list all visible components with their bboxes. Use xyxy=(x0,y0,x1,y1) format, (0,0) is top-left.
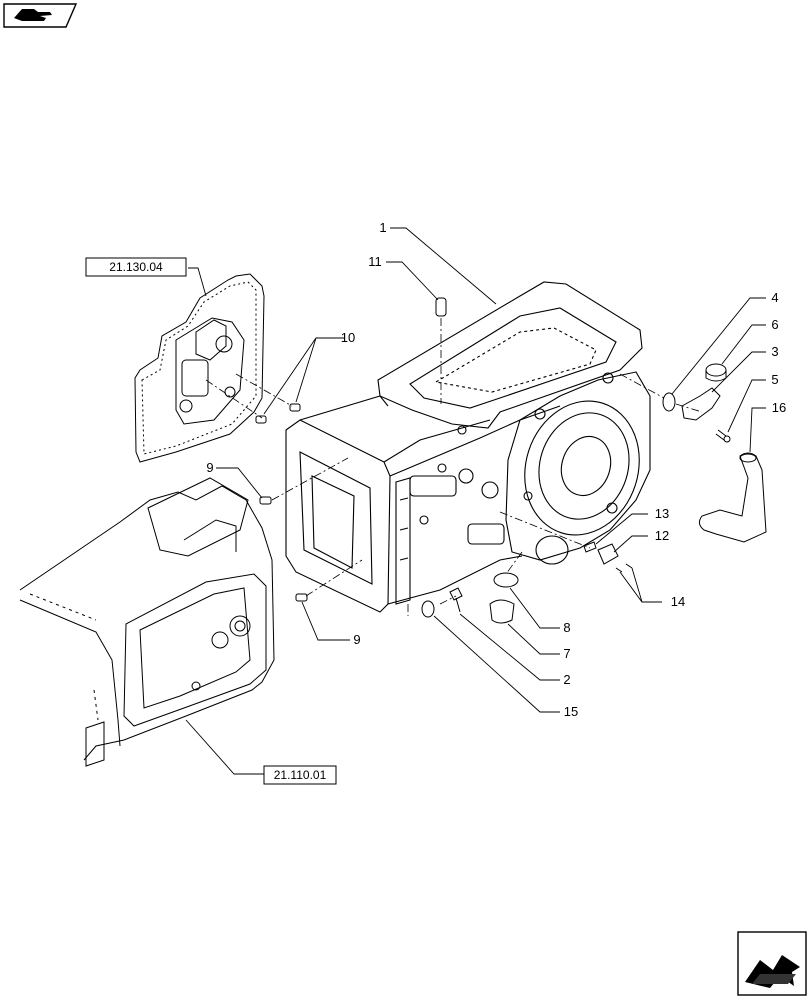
dowel-pin-9b xyxy=(295,593,308,602)
reference-label-lower: 21.110.01 xyxy=(274,768,327,782)
callout-11: 11 xyxy=(368,254,382,269)
filler-cap-6 xyxy=(705,363,727,377)
snap-ring-8 xyxy=(493,572,519,588)
bolt-2 xyxy=(449,587,463,613)
callout-15: 15 xyxy=(564,704,578,719)
plug-7 xyxy=(489,599,515,624)
dowel-pin-11 xyxy=(435,297,447,317)
callout-1: 1 xyxy=(379,220,386,235)
callout-7: 7 xyxy=(563,646,570,661)
screw-5 xyxy=(715,429,727,441)
callout-3: 3 xyxy=(771,344,778,359)
o-ring-4 xyxy=(662,392,676,412)
reference-label-upper: 21.130.04 xyxy=(109,260,163,274)
callout-16: 16 xyxy=(772,400,786,415)
dowel-pin-10b xyxy=(289,403,301,412)
screws-14 xyxy=(615,563,633,573)
cover-plate-12 xyxy=(597,543,619,565)
washer-15 xyxy=(421,600,435,618)
small-parts xyxy=(255,297,767,624)
dowel-pin-9a xyxy=(259,496,272,505)
callout-8: 8 xyxy=(563,620,570,635)
callout-9b: 9 xyxy=(353,632,360,647)
callout-12: 12 xyxy=(655,528,669,543)
callout-4: 4 xyxy=(771,290,778,305)
reference-box-lower[interactable]: 21.110.01 xyxy=(263,765,337,785)
callout-9a: 9 xyxy=(206,460,213,475)
callout-13: 13 xyxy=(655,506,669,521)
callout-10: 10 xyxy=(341,330,355,345)
transmission-housing-assembly xyxy=(19,477,275,767)
callout-2: 2 xyxy=(563,672,570,687)
cover-plate-assembly xyxy=(134,273,265,463)
callout-14: 14 xyxy=(671,594,685,609)
filler-neck-3 xyxy=(681,387,721,421)
next-page-arrow-icon[interactable] xyxy=(737,931,807,996)
hand-pointing-icon[interactable] xyxy=(3,3,78,28)
reference-box-upper[interactable]: 21.130.04 xyxy=(85,257,187,277)
assembly-lines xyxy=(205,318,703,616)
leader-lines xyxy=(185,227,766,775)
callout-labels: 1 2 3 4 5 6 7 8 9 9 10 11 12 13 14 15 16 xyxy=(206,220,786,719)
pin-13 xyxy=(583,541,597,553)
callout-6: 6 xyxy=(771,317,778,332)
main-housing xyxy=(285,281,651,613)
breather-pipe-16 xyxy=(698,452,767,543)
dowel-pin-10a xyxy=(255,415,267,424)
callout-5: 5 xyxy=(771,372,778,387)
